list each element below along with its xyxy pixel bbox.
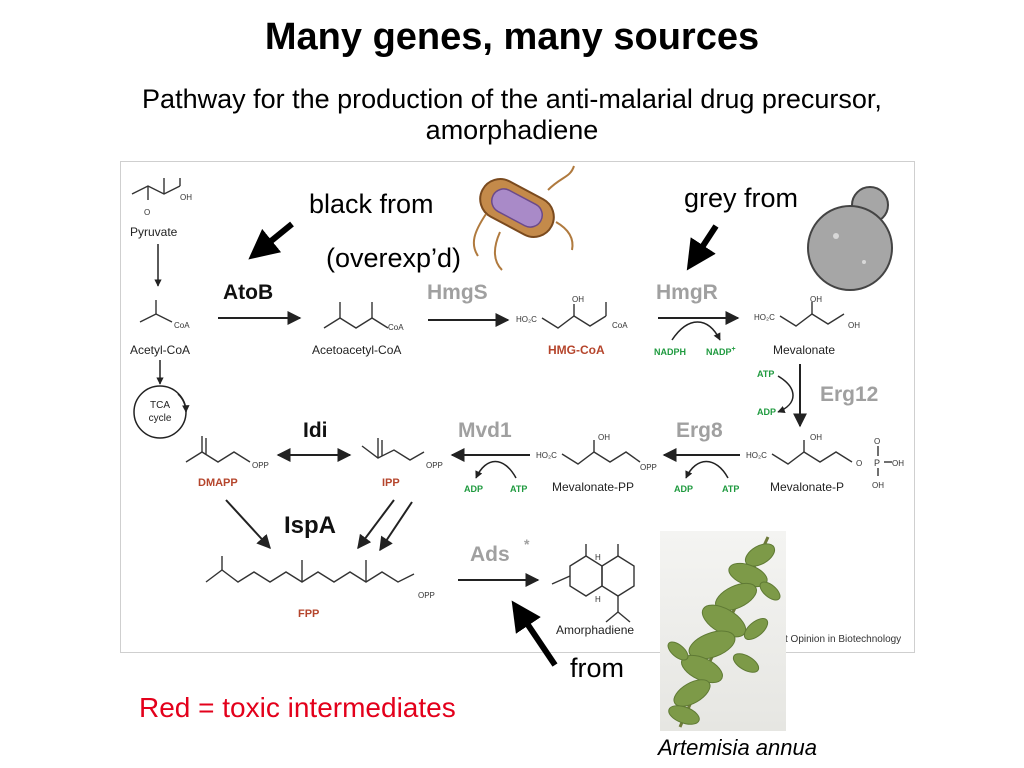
mevalonatep-oh-bottom: OH (872, 481, 884, 490)
mevalonatep-label: Mevalonate-P (770, 480, 844, 494)
mevalonatep-ho2c-label: HO₂C (746, 451, 767, 460)
subtitle-line-1: Pathway for the production of the anti-m… (142, 84, 882, 114)
erg8-cofactor-arc (685, 460, 729, 479)
yeast-icon (807, 186, 893, 291)
callout-arrow-black (248, 221, 294, 260)
enzyme-hmgs: HmgS (427, 281, 488, 304)
enzyme-ispa: IspA (284, 512, 336, 539)
mevalonate-oh-label-2: OH (848, 321, 860, 330)
bacterium-icon (472, 165, 575, 271)
hmgcoa-oh-label: OH (572, 295, 584, 304)
dmapp-label: DMAPP (198, 477, 238, 489)
plant-caption: Artemisia annua (658, 735, 817, 760)
ipp-opp-label: OPP (426, 461, 443, 470)
enzyme-hmgr: HmgR (656, 281, 718, 304)
dmapp-structure (185, 436, 251, 463)
callout-from: from (570, 653, 624, 683)
tca-label: TCA (150, 400, 170, 411)
acetoacetylcoa-coa-label: CoA (388, 323, 404, 332)
arrow-ispa-ipp-2 (379, 501, 413, 552)
enzyme-ads-star: * (524, 536, 530, 552)
callout-grey-from: grey from (684, 183, 799, 213)
amorphadiene-h-top: H (595, 553, 601, 562)
mevalonatep-o-top: O (874, 437, 880, 446)
acetoacetylcoa-label: Acetoacetyl-CoA (312, 343, 401, 357)
mevalonatepp-ho2c-label: HO₂C (536, 451, 557, 460)
dmapp-opp-label: OPP (252, 461, 269, 470)
acetylcoa-label: Acetyl-CoA (130, 343, 190, 357)
artemisia-plant-image (660, 531, 786, 731)
arrow-ispa-dmapp (225, 499, 271, 550)
mevalonatep-structure (771, 440, 892, 476)
legend-toxic-intermediates: Red = toxic intermediates (139, 692, 456, 723)
fpp-structure (205, 556, 415, 583)
amorphadiene-label: Amorphadiene (556, 623, 634, 637)
erg8-atp: ATP (722, 484, 739, 494)
arrow-ispa-ipp-1 (357, 499, 395, 550)
amorphadiene-structure (551, 544, 635, 623)
erg12-atp: ATP (757, 369, 774, 379)
mvd1-adp: ADP (464, 484, 483, 494)
callout-black-from: black from (309, 189, 434, 219)
pyruvate-o-label: O (144, 208, 150, 217)
mevalonatepp-opp-label: OPP (640, 463, 657, 472)
cofactor-nadph: NADPH (654, 347, 686, 357)
hmgcoa-ho2c-label: HO₂C (516, 315, 537, 324)
hmgr-cofactor-arc (671, 321, 721, 341)
mevalonate-ho2c-label: HO₂C (754, 313, 775, 322)
enzyme-mvd1: Mvd1 (458, 419, 512, 442)
ipp-structure (361, 438, 425, 461)
mevalonatep-o-label: O (856, 459, 862, 468)
hmgcoa-coa-label: CoA (612, 321, 628, 330)
erg12-cofactor-arc (777, 375, 794, 413)
ipp-label: IPP (382, 477, 400, 489)
plant-icon (667, 536, 781, 728)
figure-credit: t Opinion in Biotechnology (785, 634, 902, 645)
cofactor-nadp: NADP+ (706, 346, 736, 357)
erg12-adp: ADP (757, 407, 776, 417)
fpp-opp-label: OPP (418, 591, 435, 600)
callout-arrow-ads (511, 600, 558, 667)
enzyme-erg12: Erg12 (820, 383, 878, 406)
mevalonatepp-label: Mevalonate-PP (552, 480, 634, 494)
enzyme-ads: Ads (470, 543, 510, 566)
mvd1-atp: ATP (510, 484, 527, 494)
mevalonate-label: Mevalonate (773, 343, 835, 357)
acetoacetylcoa-structure (323, 302, 389, 329)
slide-title: Many genes, many sources (264, 16, 760, 58)
callout-overexpressed: (overexp’d) (326, 243, 462, 273)
mevalonate-oh-label-1: OH (810, 295, 822, 304)
erg8-adp: ADP (674, 484, 693, 494)
mvd1-cofactor-arc (475, 460, 517, 479)
tca-cycle-arrow (177, 393, 190, 413)
acetylcoa-structure (139, 300, 173, 323)
mevalonatepp-oh-label: OH (598, 433, 610, 442)
pyruvate-label: Pyruvate (130, 225, 178, 239)
mevalonatepp-structure (561, 440, 641, 465)
mevalonatep-oh-label: OH (810, 433, 822, 442)
mevalonatep-oh-right: OH (892, 459, 904, 468)
subtitle-line-2: amorphadiene (425, 115, 599, 145)
enzyme-idi: Idi (303, 419, 328, 442)
pyruvate-structure (131, 178, 181, 200)
pyruvate-oh-label: OH (180, 193, 192, 202)
mevalonatep-p-label: P (874, 458, 880, 468)
acetylcoa-coa-label: CoA (174, 321, 190, 330)
amorphadiene-h-bottom: H (595, 595, 601, 604)
hmgcoa-label: HMG-CoA (548, 343, 605, 357)
slide-subtitle: Pathway for the production of the anti-m… (20, 84, 1004, 146)
mevalonate-structure (779, 302, 845, 327)
callout-arrow-grey (686, 224, 719, 271)
tca-cycle-label: cycle (149, 413, 172, 424)
hmgcoa-structure (541, 302, 607, 329)
enzyme-atob: AtoB (223, 281, 273, 304)
fpp-label: FPP (298, 608, 319, 620)
enzyme-erg8: Erg8 (676, 419, 723, 442)
